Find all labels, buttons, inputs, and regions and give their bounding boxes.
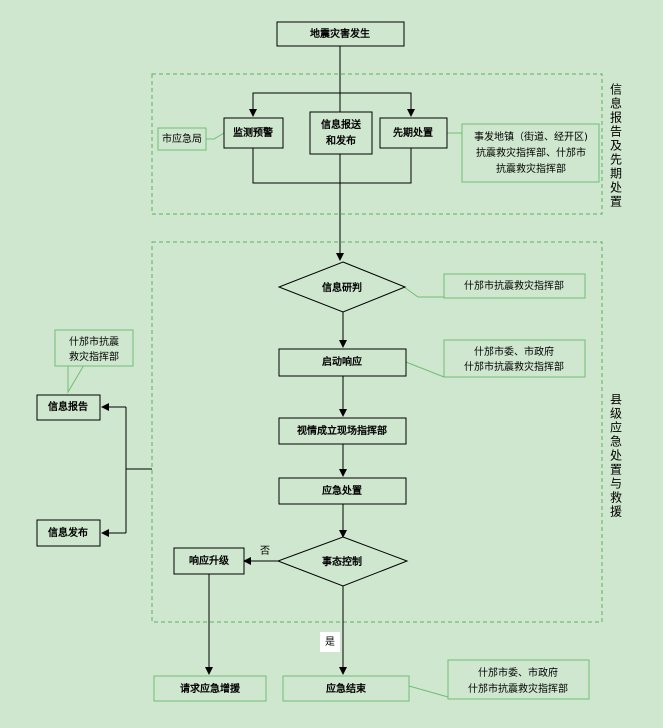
node-emergency-end: 应急结束	[282, 675, 410, 702]
arrow-to-monitoring	[249, 92, 340, 117]
node-text: 视情成立现场指挥部	[297, 424, 387, 437]
node-text: 应急结束	[326, 682, 367, 695]
section-bottom-char: 级	[610, 407, 622, 421]
node-text: 先期处置	[393, 126, 433, 139]
node-info-assess: 信息研判	[277, 261, 407, 313]
section-top-char: 期	[610, 167, 622, 181]
section-bottom-char: 救	[610, 490, 622, 505]
node-request-support: 请求应急增援	[153, 675, 267, 702]
node-text: 信息发布	[48, 526, 88, 539]
callout-town-hq	[447, 132, 463, 139]
section-top-char: 报	[610, 110, 622, 125]
section-bottom-char: 与	[610, 477, 622, 491]
node-info-report: 信息报送 和发布	[309, 111, 373, 155]
callout-end	[408, 685, 449, 698]
section-bottom-char: 援	[610, 505, 622, 519]
section-frame-top	[151, 73, 603, 215]
node-situation-control: 事态控制	[276, 536, 409, 587]
note-text: 什邡市委、市政府	[474, 345, 554, 358]
node-text: 信息报送	[321, 118, 362, 131]
node-text: 地震灾害发生	[310, 27, 370, 40]
node-earthquake: 地震灾害发生	[276, 21, 405, 47]
callout-start	[405, 361, 445, 378]
node-text: 监测预警	[233, 126, 273, 139]
section-bottom-char: 急	[610, 434, 622, 449]
section-bottom-char: 处	[610, 449, 622, 463]
section-label-bottom: 县 级 应 急 处 置 与 救 援	[610, 393, 622, 519]
section-top-char: 先	[610, 153, 622, 167]
note-text: 什邡市委、市政府	[478, 666, 558, 679]
node-field-hq: 视情成立现场指挥部	[278, 417, 407, 445]
section-top-char: 告	[610, 125, 622, 139]
note-text: 什邡市抗震救灾指挥部	[464, 360, 564, 373]
node-info-release-left: 信息发布	[36, 519, 101, 547]
node-response-upgrade: 响应升级	[173, 547, 245, 575]
note-start: 什邡市委、市政府 什邡市抗震救灾指挥部	[443, 339, 586, 378]
branch-yes-text: 是	[325, 636, 335, 648]
section-bottom-char: 置	[610, 463, 622, 477]
node-early-response: 先期处置	[379, 117, 448, 149]
node-text: 启动响应	[322, 355, 362, 368]
callout-left-note	[67, 364, 85, 394]
flow-connectors	[101, 46, 415, 675]
note-text: 救灾指挥部	[69, 350, 119, 363]
note-city-bureau: 市应急局	[157, 127, 207, 151]
merge-line-top	[252, 148, 412, 184]
node-text: 信息研判	[322, 281, 362, 294]
section-frame-bottom	[151, 241, 603, 623]
section-top-char: 及	[610, 139, 622, 153]
node-text: 应急处置	[322, 484, 362, 497]
branch-label-yes: 是	[320, 632, 340, 652]
node-emergency-handling: 应急处置	[278, 477, 407, 505]
section-label-top: 信 息 报 告 及 先 期 处 置	[610, 83, 622, 209]
node-start-response: 启动响应	[278, 348, 407, 377]
branch-label-no: 否	[260, 545, 270, 557]
section-top-char: 置	[610, 195, 622, 209]
section-top-char: 信	[610, 83, 622, 97]
node-text: 和发布	[325, 134, 356, 147]
callout-city-bureau	[206, 132, 225, 140]
section-top-char: 息	[610, 96, 622, 111]
note-text: 抗震救灾指挥部	[496, 162, 566, 175]
callout-assess	[403, 286, 444, 298]
section-bottom-char: 应	[610, 420, 622, 435]
note-text: 什邡市抗震救灾指挥部	[468, 682, 568, 695]
note-assess: 什邡市抗震救灾指挥部	[443, 273, 586, 299]
note-text: 事发地镇（街道、经开区)	[474, 130, 588, 143]
node-text: 请求应急增援	[180, 682, 241, 695]
note-text: 什邡市抗震救灾指挥部	[464, 279, 564, 292]
note-connectors	[67, 132, 463, 698]
note-text: 抗震救灾指挥部、什邡市	[476, 146, 586, 159]
node-text: 响应升级	[189, 554, 230, 567]
node-info-report-left: 信息报告	[36, 394, 101, 421]
section-bottom-char: 县	[610, 393, 622, 407]
note-text: 什邡市抗震	[69, 335, 119, 348]
note-text: 市应急局	[162, 132, 202, 145]
note-end: 什邡市委、市政府 什邡市抗震救灾指挥部	[447, 659, 590, 700]
arrow-to-early-response	[340, 92, 415, 117]
node-monitoring: 监测预警	[223, 117, 284, 149]
note-town-hq: 事发地镇（街道、经开区) 抗震救灾指挥部、什邡市 抗震救灾指挥部	[461, 123, 600, 183]
section-top-char: 处	[610, 181, 622, 195]
node-text: 事态控制	[322, 555, 362, 568]
node-text: 信息报告	[48, 400, 88, 413]
note-left-hq: 什邡市抗震 救灾指挥部	[54, 329, 134, 367]
